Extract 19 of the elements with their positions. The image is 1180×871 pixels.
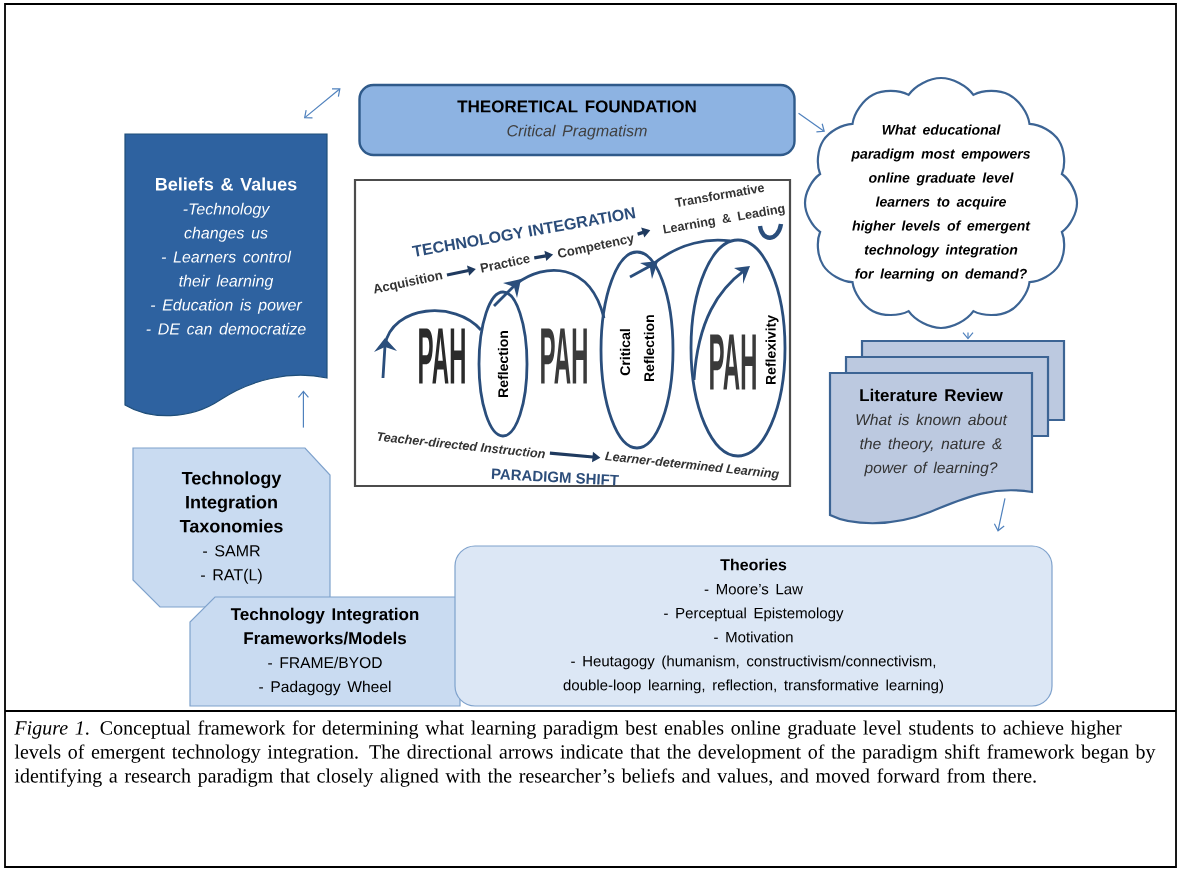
rounded-box: Theories - Moore’s Law - Perceptual Epistemology - Motivation - Heutagogy (humanism, constructivism/connectivism, double-loop learning, reflection, transformative learning) [454,545,1053,707]
letters-graphic: PAH [419,328,465,384]
heading-label: PARADIGM SHIFT [491,468,620,486]
title-box: THEORETICAL FOUNDATION Critical Pragmatism [358,83,796,157]
loop-label: Critical Reflection [619,315,655,382]
caption: Figure 1. Conceptual framework for determining what learning paradigm best enables online graduate level students to achieve higher levels of emergent technology integration. The directional arrows indicate that the development of the paradigm shift framework began by identifying a research paradigm that closely aligned with the researcher’s beliefs and values, and moved forward from there. [14,720,1156,787]
loop-label: Reflection [497,331,509,397]
letters-graphic: PAH [710,334,756,390]
banner-box: Beliefs & Values -Technology changes us - Learners control their learning - Education is power - DE can democratize [124,133,328,417]
letters-graphic: PAH [541,328,587,384]
picture-frame [353,178,792,488]
stage-label: Practice [480,256,530,273]
thought-cloud: What educational paradigm most empowers online graduate level learners to acquire higher levels of emergent technology integration for learning on demand? [803,76,1079,330]
stage-label: Teacher-directed Instruction [377,432,545,459]
stage-label: Acquisition [374,272,443,294]
loop-label: Reflexivity [765,315,779,385]
document-stack: Literature Review What is known about the theory, nature & power of learning? [828,339,1066,525]
cut-corner-box: Technology Integration Taxonomies - SAMR - RAT(L) [132,447,331,608]
cut-corner-box: Technology Integration Frameworks/Models - FRAME/BYOD - Padagogy Wheel [189,596,461,707]
